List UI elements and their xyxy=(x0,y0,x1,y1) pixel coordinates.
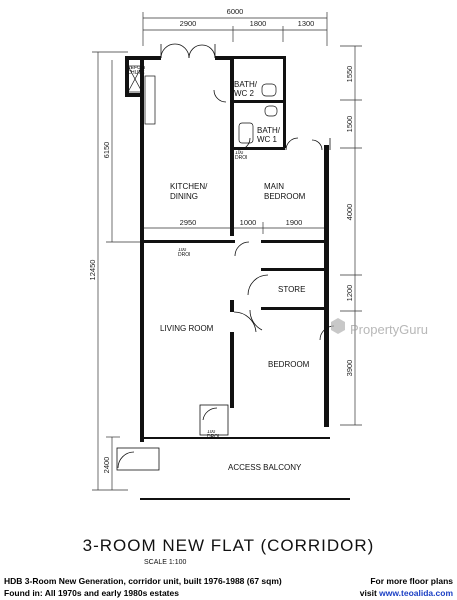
room-labels: REFUSE CHUTE BATH/ WC 2 BATH/ WC 1 KITCH… xyxy=(127,66,310,472)
footer-more-plans: For more floor plans xyxy=(370,576,453,586)
dim-overall-height: 12450 xyxy=(88,260,97,281)
dimension-labels: 6000 2900 1800 1300 12450 6150 2400 1550… xyxy=(88,7,354,473)
footer-bar: HDB 3-Room New Generation, corridor unit… xyxy=(0,574,457,600)
dim-left-lower: 2400 xyxy=(102,457,111,474)
dim-top-2: 1800 xyxy=(250,19,267,28)
dim-right-3: 4000 xyxy=(345,204,354,221)
kitchen-counter xyxy=(144,75,156,125)
label-bath-wc2: BATH/ WC 2 xyxy=(234,80,257,98)
dim-top-3: 1300 xyxy=(298,19,315,28)
propertyguru-watermark: PropertyGuru xyxy=(331,318,428,337)
dim-right-2: 1500 xyxy=(345,116,354,133)
label-access-balcony: ACCESS BALCONY xyxy=(228,463,302,472)
doors-and-windows xyxy=(116,43,335,471)
fixtures xyxy=(127,65,278,144)
label-living-room: LIVING ROOM xyxy=(160,324,214,333)
footer-visit-prefix: visit xyxy=(359,588,377,598)
footer-description: HDB 3-Room New Generation, corridor unit… xyxy=(4,576,282,586)
dim-right-5: 3900 xyxy=(345,360,354,377)
dim-interior-2: 1000 xyxy=(240,218,257,227)
dim-left-upper: 6150 xyxy=(102,142,111,159)
label-main-bedroom: MAIN BEDROOM xyxy=(264,182,306,201)
watermark-text: PropertyGuru xyxy=(350,322,428,337)
dimension-lines xyxy=(92,12,362,491)
label-store: STORE xyxy=(278,285,305,294)
sink-icon xyxy=(238,122,254,144)
dim-overall-width: 6000 xyxy=(227,7,244,16)
dim-interior-1: 2950 xyxy=(180,218,197,227)
label-bath-wc1: BATH/ WC 1 xyxy=(257,126,280,144)
dim-right-1: 1550 xyxy=(345,66,354,83)
scale-label: SCALE 1:100 xyxy=(144,559,187,566)
refuse-chute-box xyxy=(127,65,143,93)
footer-found-in: Found in: All 1970s and early 1980s esta… xyxy=(4,588,179,598)
toilet-icon xyxy=(261,83,277,97)
footer-visit-line: visit www.teoalida.com xyxy=(360,588,453,598)
footer-website-link[interactable]: www.teoalida.com xyxy=(379,588,453,598)
dim-top-1: 2900 xyxy=(180,19,197,28)
label-kitchen-dining: KITCHEN/ DINING xyxy=(170,182,208,201)
walls xyxy=(125,56,350,500)
label-bedroom: BEDROOM xyxy=(268,360,310,369)
dim-interior-3: 1900 xyxy=(286,218,303,227)
dim-right-4: 1200 xyxy=(345,285,354,302)
propertyguru-logo-icon xyxy=(331,318,345,334)
plan-title: 3-ROOM NEW FLAT (CORRIDOR) xyxy=(82,536,375,555)
label-refuse-chute: REFUSE CHUTE xyxy=(127,66,145,76)
